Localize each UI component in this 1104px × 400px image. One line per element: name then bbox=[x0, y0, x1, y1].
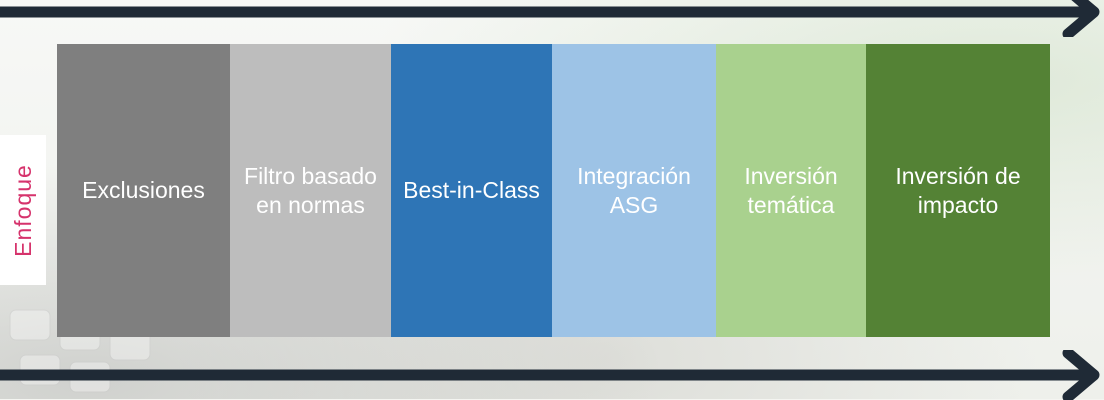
block-thematic-investment: Inversión temática bbox=[716, 44, 866, 337]
block-norms-based-screening-label: Filtro basado en normas bbox=[244, 163, 377, 218]
block-impact-investment-label: Inversión de impacto bbox=[895, 163, 1021, 218]
block-thematic-investment-label: Inversión temática bbox=[744, 163, 838, 218]
approach-label: Enfoque bbox=[0, 135, 46, 285]
block-impact-investment: Inversión de impacto bbox=[866, 44, 1050, 337]
approach-label-text: Enfoque bbox=[9, 163, 36, 257]
block-best-in-class-label: Best-in-Class bbox=[403, 177, 540, 204]
block-esg-integration: Integración ASG bbox=[552, 44, 716, 337]
approach-blocks: Exclusiones Filtro basado en normas Best… bbox=[57, 44, 1050, 337]
bottom-arrow bbox=[0, 350, 1100, 400]
block-esg-integration-label: Integración ASG bbox=[577, 163, 691, 218]
block-exclusions: Exclusiones bbox=[57, 44, 230, 337]
block-exclusions-label: Exclusiones bbox=[82, 177, 205, 204]
block-best-in-class: Best-in-Class bbox=[391, 44, 552, 337]
block-norms-based-screening: Filtro basado en normas bbox=[230, 44, 391, 337]
top-arrow bbox=[0, 0, 1100, 37]
